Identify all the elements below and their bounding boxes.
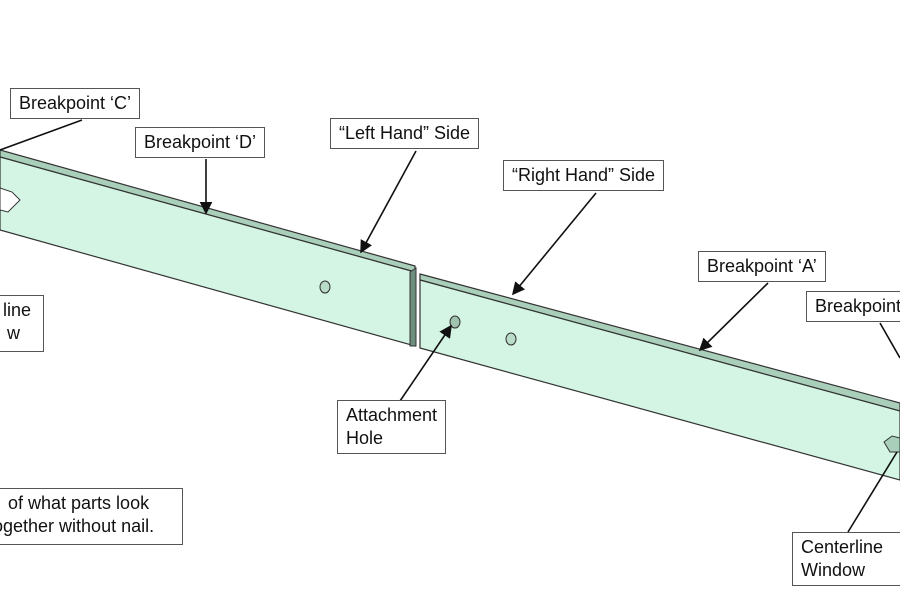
label-line: w xyxy=(7,323,20,343)
hole xyxy=(319,280,331,294)
label-centerline-window-left: line w xyxy=(0,295,44,352)
label-breakpoint-a: Breakpoint ‘A’ xyxy=(698,251,826,282)
label-centerline-window-right: Centerline Window xyxy=(792,532,900,586)
centerline-window-left xyxy=(0,187,21,213)
centerline-window-right xyxy=(883,435,900,453)
label-line: Attachment xyxy=(346,405,438,425)
label-line: Window xyxy=(801,560,866,580)
label-breakpoint-b: Breakpoint xyxy=(806,291,900,322)
right-beam xyxy=(419,273,900,481)
label-breakpoint-c: Breakpoint ‘C’ xyxy=(10,88,141,119)
note-box: of what parts look together without nail… xyxy=(0,488,183,545)
label-line: Centerline xyxy=(801,537,884,557)
label-attachment-hole: Attachment Hole xyxy=(337,400,447,454)
note-line: together without nail. xyxy=(0,516,155,536)
label-breakpoint-d: Breakpoint ‘D’ xyxy=(135,127,266,158)
attachment-hole xyxy=(449,315,461,329)
label-line: Hole xyxy=(346,428,384,448)
note-line: of what parts look xyxy=(8,493,150,513)
label-right-hand-side: “Right Hand” Side xyxy=(503,160,665,191)
label-left-hand-side: “Left Hand” Side xyxy=(330,118,480,149)
hole xyxy=(505,332,517,346)
left-beam xyxy=(0,149,417,347)
label-line: line xyxy=(2,300,31,320)
